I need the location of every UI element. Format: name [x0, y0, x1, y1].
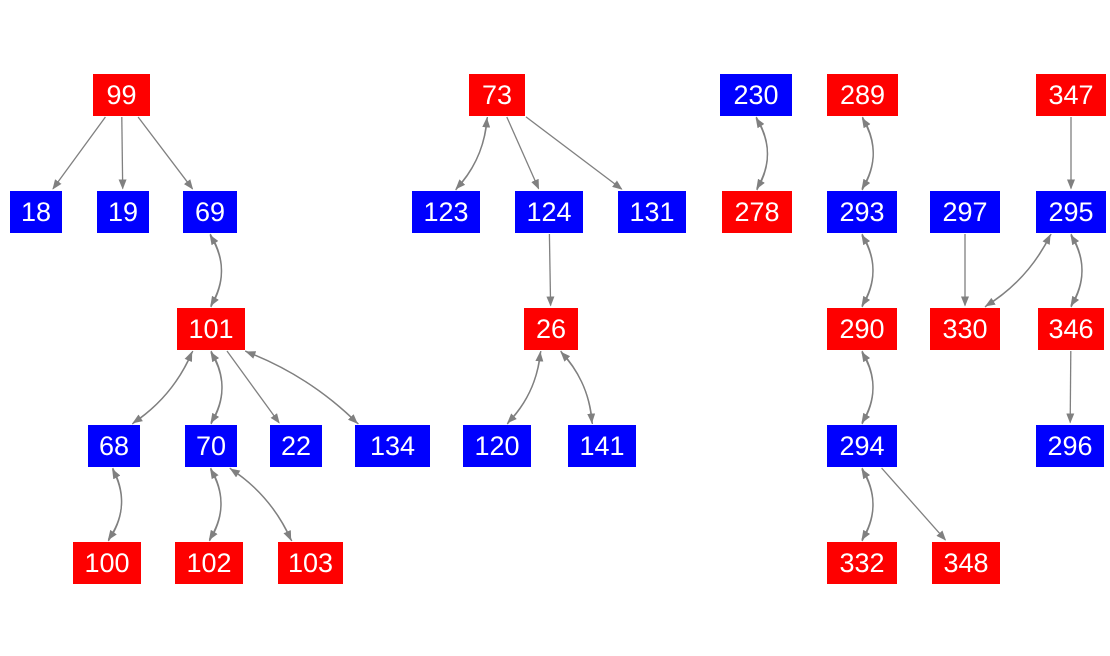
graph-edge-134-to-101: [245, 351, 359, 425]
graph-edge-73-to-124: [506, 116, 540, 190]
graph-node-99[interactable]: 99: [93, 74, 150, 116]
graph-edge-120-to-26: [506, 351, 544, 425]
graph-edge-290-to-293: [861, 234, 874, 308]
graph-node-230[interactable]: 230: [720, 74, 792, 116]
graph-edge-332-to-294: [861, 468, 874, 542]
graph-edge-230-to-278: [755, 116, 769, 190]
graph-node-348[interactable]: 348: [932, 542, 1000, 584]
graph-node-278[interactable]: 278: [722, 191, 792, 233]
graph-node-70[interactable]: 70: [185, 425, 237, 467]
graph-edge-278-to-230: [755, 117, 769, 191]
graph-edge-346-to-295: [1070, 234, 1083, 308]
graph-edge-293-to-289: [861, 117, 874, 191]
graph-edge-346-to-296: [1066, 350, 1075, 424]
graph-node-103[interactable]: 103: [278, 542, 343, 584]
graph-edge-101-to-134: [244, 350, 358, 424]
graph-node-26[interactable]: 26: [524, 308, 578, 350]
graph-edge-101-to-22: [226, 350, 280, 424]
graph-node-68[interactable]: 68: [88, 425, 140, 467]
graph-edge-101-to-70: [210, 350, 223, 424]
graph-edge-69-to-101: [209, 233, 223, 307]
graph-edge-123-to-73: [455, 117, 491, 191]
graph-edge-294-to-348: [881, 467, 947, 541]
graph-edge-73-to-123: [455, 116, 489, 190]
graph-node-294[interactable]: 294: [827, 425, 897, 467]
graph-edge-99-to-19: [118, 116, 127, 190]
graph-node-330[interactable]: 330: [930, 308, 1000, 350]
graph-node-293[interactable]: 293: [827, 191, 897, 233]
graph-node-289[interactable]: 289: [827, 74, 898, 116]
graph-edge-141-to-26: [560, 351, 594, 425]
graph-edge-73-to-131: [525, 116, 623, 190]
graph-edge-68-to-100: [107, 467, 123, 541]
graph-node-296[interactable]: 296: [1036, 425, 1104, 467]
graph-edge-295-to-346: [1070, 233, 1083, 307]
graph-node-22[interactable]: 22: [270, 425, 322, 467]
graph-edge-70-to-103: [229, 467, 292, 541]
graph-node-19[interactable]: 19: [97, 191, 149, 233]
graph-edge-101-to-68: [132, 350, 194, 424]
graph-node-100[interactable]: 100: [73, 542, 141, 584]
graph-node-131[interactable]: 131: [618, 191, 686, 233]
graph-edge-294-to-332: [861, 467, 874, 541]
graph-node-18[interactable]: 18: [10, 191, 62, 233]
graph-edge-101-to-69: [209, 234, 223, 308]
graph-node-347[interactable]: 347: [1036, 74, 1106, 116]
graph-node-102[interactable]: 102: [175, 542, 243, 584]
graph-node-73[interactable]: 73: [469, 74, 525, 116]
graph-edge-330-to-295: [984, 234, 1051, 308]
graph-edge-26-to-141: [560, 350, 596, 424]
graph-node-69[interactable]: 69: [183, 191, 237, 233]
graph-edge-100-to-68: [107, 468, 123, 542]
graph-node-332[interactable]: 332: [827, 542, 897, 584]
graph-edge-290-to-294: [861, 350, 874, 424]
graph-node-297[interactable]: 297: [930, 191, 1000, 233]
graph-edge-26-to-120: [507, 350, 542, 424]
graph-edge-99-to-69: [137, 116, 194, 190]
graph-edge-124-to-26: [546, 233, 555, 307]
graph-edge-68-to-101: [131, 351, 193, 425]
graph-node-123[interactable]: 123: [412, 191, 480, 233]
graph-edge-102-to-70: [208, 468, 222, 542]
graph-edge-294-to-290: [861, 351, 874, 425]
graph-edge-289-to-293: [861, 116, 874, 190]
graph-node-295[interactable]: 295: [1036, 191, 1106, 233]
graph-edge-99-to-18: [52, 116, 106, 190]
graph-node-141[interactable]: 141: [568, 425, 636, 467]
graph-node-346[interactable]: 346: [1038, 308, 1104, 350]
graph-edge-70-to-102: [208, 467, 222, 541]
graph-node-101[interactable]: 101: [177, 308, 245, 350]
graph-edge-293-to-290: [861, 233, 874, 307]
graph-edge-70-to-101: [210, 351, 223, 425]
graph-node-290[interactable]: 290: [827, 308, 897, 350]
graph-node-134[interactable]: 134: [355, 425, 430, 467]
graph-node-124[interactable]: 124: [515, 191, 583, 233]
graph-edge-295-to-330: [985, 233, 1052, 307]
graph-edge-103-to-70: [229, 468, 293, 542]
graph-node-120[interactable]: 120: [463, 425, 531, 467]
